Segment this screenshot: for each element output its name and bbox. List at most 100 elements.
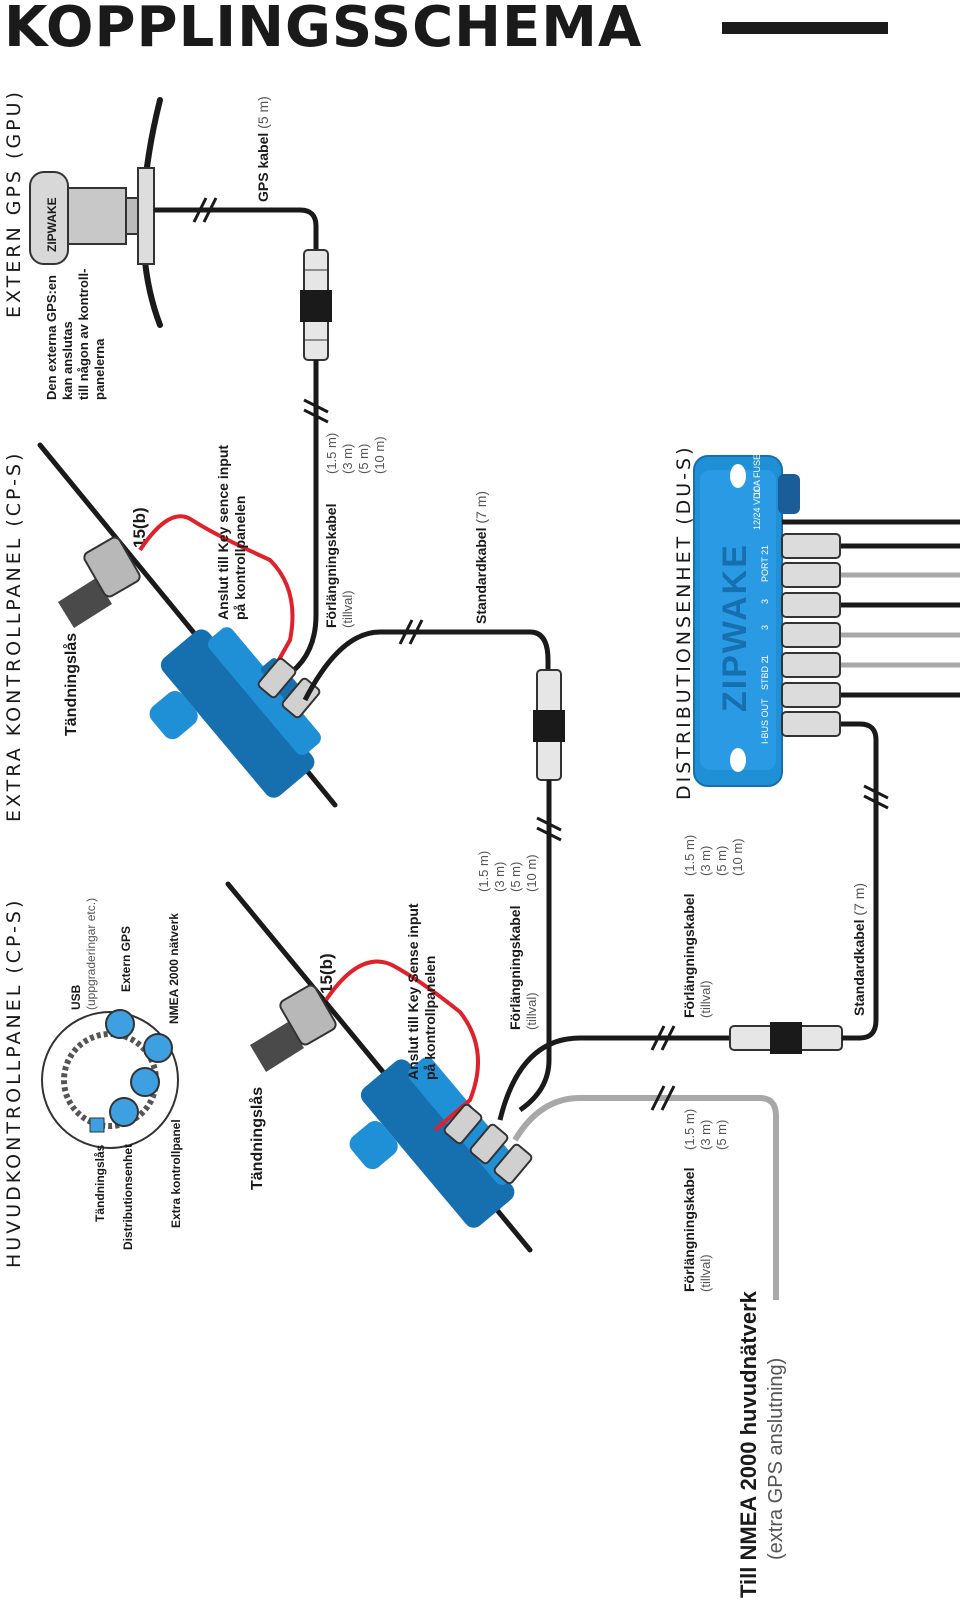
section-title-main-panel: HUVUDKONTROLLPANEL (CP-S) (3, 898, 25, 1268)
distribution-port-labels: I-BUS OUT STBD 2 1 3 3 PORT 2 1 12/24 VD… (752, 454, 770, 744)
svg-text:på kontrollpanelen: på kontrollpanelen (422, 956, 438, 1080)
distribution-standard-cable (800, 721, 879, 1041)
svg-text:Standardkabel (7 m): Standardkabel (7 m) (851, 883, 867, 1016)
svg-text:3: 3 (760, 625, 770, 630)
svg-text:(5 m): (5 m) (508, 862, 523, 892)
port-label-distribution: Distributionsenhet (121, 1144, 135, 1250)
title-rule (722, 22, 888, 34)
gps-antenna-icon (29, 167, 155, 265)
cable-break-icon (192, 197, 218, 223)
inline-connector (729, 1022, 843, 1054)
ignition-key-icon (250, 984, 337, 1072)
svg-text:(1.5 m): (1.5 m) (324, 433, 339, 474)
distribution-extension-label: Förlängningskabel (tillval) (1.5 m) (3 m… (681, 835, 745, 1018)
main-extension-label: Förlängningskabel (tillval) (1.5 m) (3 m… (476, 851, 539, 1030)
cable-break-icon (303, 398, 329, 424)
svg-text:1: 1 (760, 545, 770, 550)
extra-key-sense-label: Anslut till Key sence input på kontrollp… (215, 445, 248, 620)
main-panel-port-diagram (41, 1009, 179, 1149)
svg-text:(tillval): (tillval) (698, 1254, 713, 1292)
svg-text:(10 m): (10 m) (524, 854, 539, 892)
svg-text:på kontrollpanelen: på kontrollpanelen (232, 496, 248, 620)
svg-text:Anslut till Key Sense input: Anslut till Key Sense input (405, 903, 421, 1080)
port-label-nmea: NMEA 2000 nätverk (167, 913, 181, 1024)
gps-cable (154, 207, 319, 250)
svg-text:I-BUS OUT: I-BUS OUT (760, 698, 770, 744)
svg-text:Anslut till Key sence input: Anslut till Key sence input (215, 445, 231, 620)
port-label-ignition: Tändningslås (93, 1144, 107, 1222)
cable-break-icon (398, 619, 424, 645)
gps-extension-cable (278, 360, 319, 683)
svg-text:12/24 VDC: 12/24 VDC (752, 485, 762, 530)
svg-text:(10 m): (10 m) (372, 436, 387, 474)
svg-text:till någon av kontroll-: till någon av kontroll- (76, 269, 91, 400)
svg-text:(3 m): (3 m) (698, 1120, 713, 1150)
gps-note: Den externa GPS:en kan anslutas till någ… (44, 269, 107, 400)
svg-text:Den externa GPS:en: Den externa GPS:en (44, 275, 59, 400)
nmea-grey-cable (512, 1095, 779, 1300)
distribution-brand: ZIPWAKE (716, 543, 754, 712)
extra-to-main-extension-cable (518, 780, 552, 1113)
main-panel-connectors (443, 1103, 533, 1185)
svg-text:(3 m): (3 m) (340, 444, 355, 474)
extra-ignition-label: Tändningslås (62, 633, 80, 736)
svg-text:(10 m): (10 m) (730, 838, 745, 876)
svg-text:kan anslutas: kan anslutas (60, 321, 75, 400)
svg-text:GPS kabel (5 m): GPS kabel (5 m) (255, 96, 271, 202)
svg-text:Förlängningskabel: Förlängningskabel (681, 894, 697, 1018)
nmea-destination-note: (extra GPS anslutning) (765, 1358, 787, 1560)
extra-terminal-label: 15(b) (130, 507, 149, 548)
gps-cable-label: GPS kabel (5 m) (255, 96, 271, 202)
distribution-unit-icon (693, 455, 800, 787)
cable-break-icon (536, 816, 562, 842)
nmea-destination-label: Till NMEA 2000 huvudnätverk (736, 1290, 761, 1598)
main-terminal-label: 15(b) (317, 953, 336, 994)
gps-logo-text: ZIPWAKE (45, 197, 59, 252)
port-label-ext-gps: Extern GPS (119, 926, 133, 992)
main-to-distribution-cable (497, 1035, 740, 1121)
cable-break-icon (863, 784, 889, 810)
extra-red-wire (138, 514, 295, 691)
svg-text:Förlängningskabel: Förlängningskabel (681, 1168, 697, 1292)
section-title-gps: EXTERN GPS (GPU) (3, 89, 25, 318)
svg-text:(tillval): (tillval) (524, 992, 539, 1030)
distribution-standard-label: Standardkabel (7 m) (851, 883, 867, 1016)
svg-text:(tillval): (tillval) (340, 590, 355, 628)
main-ignition-label: Tändningslås (248, 1087, 266, 1190)
section-title-extra-panel: EXTRA KONTROLLPANEL (CP-S) (3, 451, 25, 822)
svg-text:(5 m): (5 m) (356, 444, 371, 474)
ignition-key-icon (58, 536, 141, 628)
svg-text:STBD 2: STBD 2 (760, 658, 770, 690)
svg-text:panelerna: panelerna (92, 338, 107, 400)
svg-text:1: 1 (760, 655, 770, 660)
cable-break-icon (650, 1025, 676, 1051)
svg-text:Standardkabel (7 m): Standardkabel (7 m) (473, 491, 489, 624)
svg-text:(3 m): (3 m) (698, 846, 713, 876)
port-label-usb: USB (69, 984, 83, 1010)
svg-text:(5 m): (5 m) (714, 1120, 729, 1150)
svg-text:10A FUSE: 10A FUSE (752, 454, 762, 496)
svg-text:Förlängningskabel: Förlängningskabel (507, 906, 523, 1030)
inline-connector (300, 249, 332, 361)
nmea-extension-label: Förlängningskabel (tillval) (1.5 m) (3 m… (681, 1109, 729, 1292)
svg-text:(5 m): (5 m) (714, 846, 729, 876)
svg-text:(tillval): (tillval) (698, 980, 713, 1018)
svg-text:Förlängningskabel: Förlängningskabel (323, 504, 339, 628)
inline-connector (533, 669, 565, 781)
section-title-distribution: DISTRIBUTIONSENHET (DU-S) (673, 444, 695, 800)
extra-standard-label: Standardkabel (7 m) (473, 491, 489, 624)
svg-text:(1.5 m): (1.5 m) (476, 851, 491, 892)
main-key-sense-label: Anslut till Key Sense input på kontrollp… (405, 903, 438, 1080)
svg-text:(3 m): (3 m) (492, 862, 507, 892)
svg-text:PORT 2: PORT 2 (760, 550, 770, 582)
port-label-usb-note: (uppgraderingar etc.) (84, 898, 98, 1010)
extra-standard-cable (302, 629, 551, 702)
svg-text:(1.5 m): (1.5 m) (682, 835, 697, 876)
distribution-output-connectors (781, 533, 841, 737)
page-title: KOPPLINGSSCHEMA (4, 0, 643, 60)
svg-text:(1.5 m): (1.5 m) (682, 1109, 697, 1150)
port-label-extra-panel: Extra kontrollpanel (169, 1119, 183, 1228)
svg-text:3: 3 (760, 599, 770, 604)
cable-break-icon (650, 1085, 676, 1111)
